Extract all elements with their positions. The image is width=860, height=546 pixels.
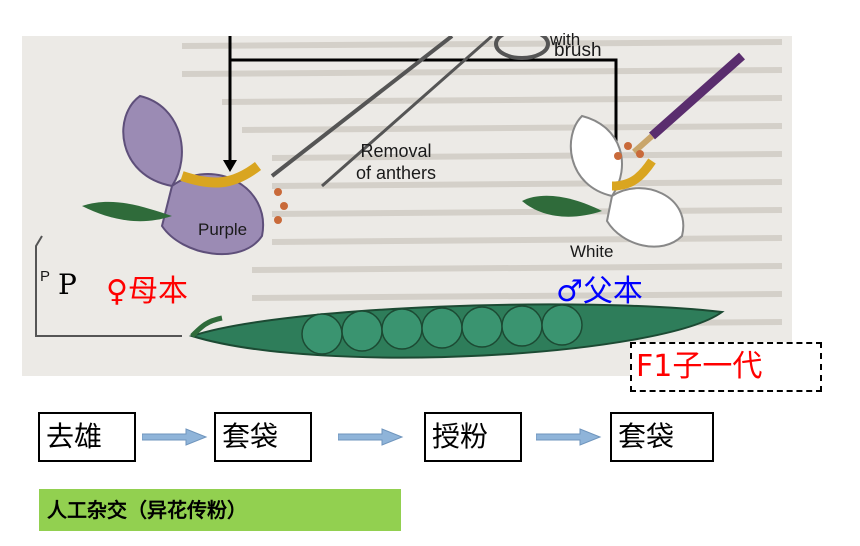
illustration-drawing: [35, 36, 783, 359]
arrow-right-icon: [536, 428, 602, 446]
male-parent-label: ♂父本: [556, 274, 643, 309]
parent-generation-label: P: [58, 268, 77, 301]
step-bagging-2: 套袋: [610, 412, 714, 462]
artificial-cross-banner: 人工杂交（异花传粉）: [39, 489, 401, 531]
label-brush: brush: [554, 40, 602, 61]
step-emasculation: 去雄: [38, 412, 136, 462]
pea-cross-illustration: with brush Removal of anthers Purple Whi…: [22, 30, 792, 376]
label-with: with: [550, 30, 581, 49]
label-purple: Purple: [198, 220, 248, 239]
label-removal-of-anthers: Removal of anthers: [355, 141, 437, 183]
f1-generation-box: F1子一代: [630, 342, 822, 392]
arrow-right-icon: [142, 428, 208, 446]
female-parent-label: ♀母本: [106, 274, 188, 309]
arrow-right-icon: [338, 428, 404, 446]
label-white: White: [570, 242, 614, 261]
label-p-small: P: [40, 268, 51, 285]
step-pollination: 授粉: [424, 412, 522, 462]
step-bagging-1: 套袋: [214, 412, 312, 462]
